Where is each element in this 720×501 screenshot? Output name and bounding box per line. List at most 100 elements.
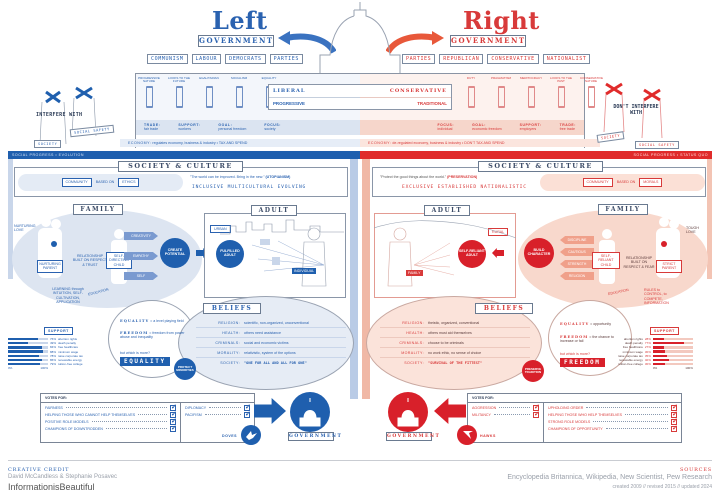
right-family-ribbon: FAMILY [592,204,654,215]
belief-key: HEALTH: [406,330,424,335]
support-label: tuition-free college [618,362,643,367]
belief-value: others must aid themselves [428,330,472,335]
support-track [8,337,48,341]
support-pct: 79% [50,362,57,367]
vote-row: HELPING THOSE WHO HELP THEMSELVES [548,410,678,418]
belief-value: social and economic victims [244,340,289,345]
right-which-label: but which is more? [560,352,590,356]
right-learning: RULES to CONTROL, to COMPETE, INFORMATIO… [644,288,669,306]
right-equality-definition: EQUALITY = opportunity [560,322,624,326]
support-fill [652,337,665,341]
support-row: 76%abortion rights [8,337,83,341]
support-track [8,346,48,349]
left-lifestyle-lines-icon [251,239,325,272]
belief-row-health: HEALTH: others must aid themselves [380,328,530,338]
column-icon [497,86,505,108]
strip-value: individual [437,127,453,131]
right-parties-label: PARTIES [402,54,436,64]
right-potential-badge: BUILD CHARACTER [524,238,554,268]
pillar: SOCIALISM [228,76,250,108]
right-beliefs-ribbon: BELIEFS [469,303,539,314]
left-votes-tag: DOVES [222,434,238,438]
support-fill [8,350,44,353]
footer-divider [8,460,712,461]
column-icon [527,86,535,108]
vote-label: DIPLOMACY [185,405,207,410]
support-label: minimum wage [622,349,643,354]
left-votes-col2: DIPLOMACY PACIFISM [181,403,254,442]
left-nurturing-label: NURTURING LOVE [14,224,36,233]
dotted-leader [625,414,668,416]
support-label: free healthcare [622,345,643,350]
right-votes-col1: AGGRESSION MILITANCY [468,403,544,443]
dotted-leader [493,414,530,416]
left-adult-silhouette-icon [301,227,327,287]
belief-value: relativistic, system of the options [244,350,296,355]
left-swoosh-arrow-icon [278,31,336,54]
quote-text: "The world can be improved. Bring in the… [190,175,265,179]
left-parties: COMMUNISM LABOUR DEMOCRATS PARTIES [147,54,303,64]
axis-max: 100% [685,366,693,371]
belief-key: SOCIETY: [220,360,240,365]
pillar: LOOKS TO THE FUTURE [168,76,191,108]
right-votes-panel: VOTES FOR: AGGRESSION MILITANCY UPHOLDIN… [467,393,682,443]
support-fill [652,358,669,362]
left-adult-case: INDIVIDUAL [292,268,317,275]
strip-key: TRADE: [144,123,161,127]
strip-key: SUPPORT: [178,123,201,127]
quote-tag: (PRESERVATION) [447,175,478,179]
right-adult-case: FAMILY [406,270,423,277]
dotted-leader [65,407,167,409]
support-track [8,354,48,358]
dove-icon [241,425,261,445]
dotted-leader [586,407,668,409]
vote-row: UPHOLDING ORDER [548,403,678,411]
support-track [652,342,693,345]
support-pct: 30% [644,362,651,367]
left-title: Left [212,6,268,35]
right-votes-tag: HAWKS [480,434,496,438]
right-society-ribbon: SOCIETY & CULTURE [472,161,609,172]
support-track [652,358,693,362]
equality-text: = a level playing field [150,319,184,323]
left-relationship: RELATIONSHIP BUILT ON RESPECT & TRUST [72,254,108,267]
freedom-text: = freedom from power abuse and inequalit… [120,331,185,340]
left-edge-bar [8,159,13,279]
belief-key: SOCIETY: [404,360,424,365]
right-votes-title: VOTES FOR: [468,394,681,404]
pillar-label: LOOKS TO THE FUTURE [168,76,191,84]
left-beliefs-ribbon: BELIEFS [197,303,267,314]
left-interfere-tag-society: SOCIETY [34,140,62,148]
pillar: LOOKS TO THE PAST [550,76,572,108]
left-government-ribbon: GOVERNMENT [192,35,280,47]
right-freedom-definition: FREEDOM = the chance to increase or fail [560,335,620,344]
support-label: abortion rights [58,337,78,342]
left-family-ribbon: FAMILY [67,204,129,215]
based-on-label: BASED ON [616,180,636,185]
right-capitol-icon [388,392,428,432]
economy-value: de-regulated economy, business & industr… [392,141,505,145]
brand-logo[interactable]: InformationisBeautiful [8,482,95,492]
belief-row-morality: MORALITY:no work ethic, no sense of choi… [380,348,530,358]
axis-min: 0% [652,366,658,371]
belief-value: scientific, non-organized, unconventiona… [244,320,309,325]
right-title: Right [463,6,540,35]
dotted-leader [209,407,241,409]
based-on-label: BASED ON [95,180,115,185]
support-pct: 86% [50,358,57,363]
right-support-axis: 0% 100% [653,366,693,370]
government-building [135,73,585,148]
belief-key: MORALITY: [217,350,240,355]
support-track [652,346,693,349]
vote-label: MILITANCY [472,412,491,417]
right-votes-col2: UPHOLDING ORDER HELPING THOSE WHO HELP T… [544,403,681,442]
support-fill [8,342,28,345]
economy-key: ECONOMY: [368,141,392,145]
right-adult-result: SELF-RELIANT ADULT [458,240,486,268]
right-strip-goal: GOAL:economic freedom [472,123,502,132]
right-support-title: SUPPORT [650,327,679,336]
axis-max: 100% [40,366,48,371]
belief-value: choose to be criminals [428,340,464,345]
left-adult-result: FULFILLED ADULT [216,240,244,268]
